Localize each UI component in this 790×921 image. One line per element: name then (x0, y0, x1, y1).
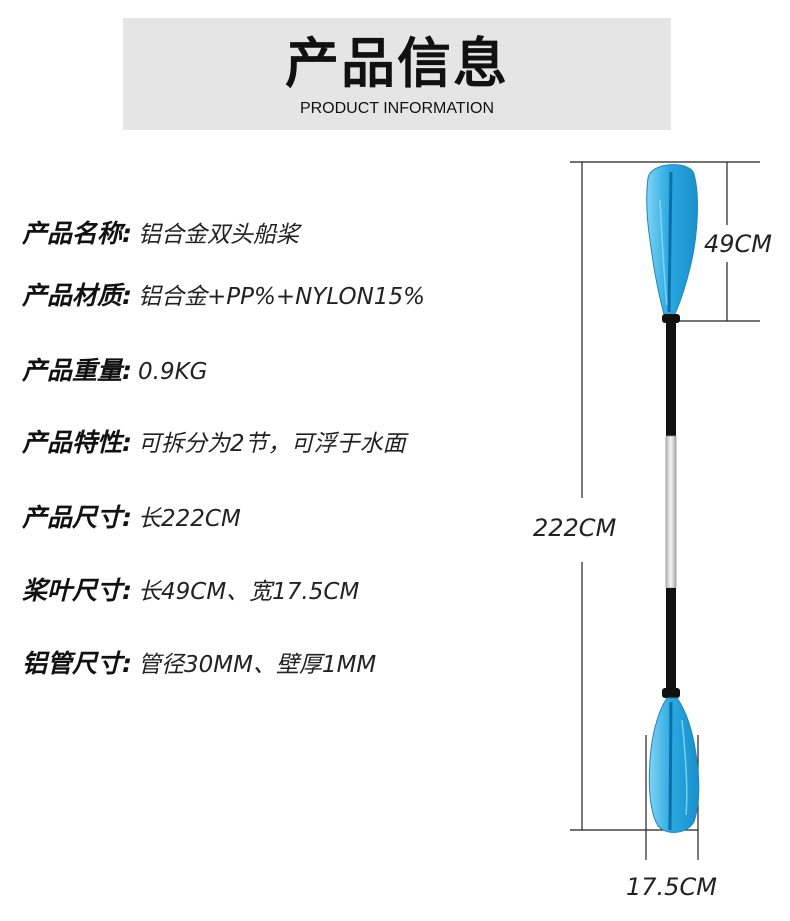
page-title: 产品信息 (285, 32, 509, 95)
spec-label: 铝管尺寸: (22, 649, 132, 678)
spec-label: 桨叶尺寸: (22, 576, 132, 605)
spec-label: 产品特性: (22, 428, 132, 457)
spec-row-features: 产品特性:可拆分为2节，可浮于水面 (22, 427, 406, 462)
spec-row-weight: 产品重量:0.9KG (22, 355, 207, 390)
spec-value: 铝合金双头船桨 (138, 222, 299, 248)
spec-value: 管径30MM、壁厚1MM (138, 652, 377, 678)
spec-row-name: 产品名称:铝合金双头船桨 (22, 218, 299, 253)
top-collar (662, 314, 680, 323)
page-subtitle: PRODUCT INFORMATION (299, 100, 495, 117)
spec-value: 铝合金+PP%+NYLON15% (138, 284, 425, 310)
header-banner: 产品信息 PRODUCT INFORMATION (123, 18, 671, 130)
spec-value: 可拆分为2节，可浮于水面 (138, 431, 406, 457)
center-tube (665, 435, 677, 589)
top-blade (646, 164, 698, 319)
total-length-label: 222CM (533, 514, 617, 542)
lower-grip (666, 588, 676, 688)
spec-value: 长49CM、宽17.5CM (138, 579, 360, 605)
spec-label: 产品名称: (22, 219, 132, 248)
blade-length-label: 49CM (704, 230, 773, 258)
blade-width-label: 17.5CM (626, 873, 717, 901)
spec-row-material: 产品材质:铝合金+PP%+NYLON15% (22, 280, 425, 315)
paddle-shaft (662, 314, 680, 698)
spec-label: 产品材质: (22, 281, 132, 310)
spec-value: 长222CM (138, 506, 241, 532)
bottom-blade (648, 697, 700, 833)
spec-label: 产品重量: (22, 356, 132, 385)
spec-label: 产品尺寸: (22, 503, 132, 532)
spec-row-tube-size: 铝管尺寸:管径30MM、壁厚1MM (22, 648, 376, 683)
bottom-collar (662, 688, 680, 698)
spec-row-blade-size: 桨叶尺寸:长49CM、宽17.5CM (22, 575, 359, 610)
spec-row-size: 产品尺寸:长222CM (22, 502, 241, 537)
upper-grip (666, 322, 676, 436)
spec-value: 0.9KG (138, 359, 208, 385)
spec-list: 产品名称:铝合金双头船桨 产品材质:铝合金+PP%+NYLON15% 产品重量:… (22, 0, 492, 700)
